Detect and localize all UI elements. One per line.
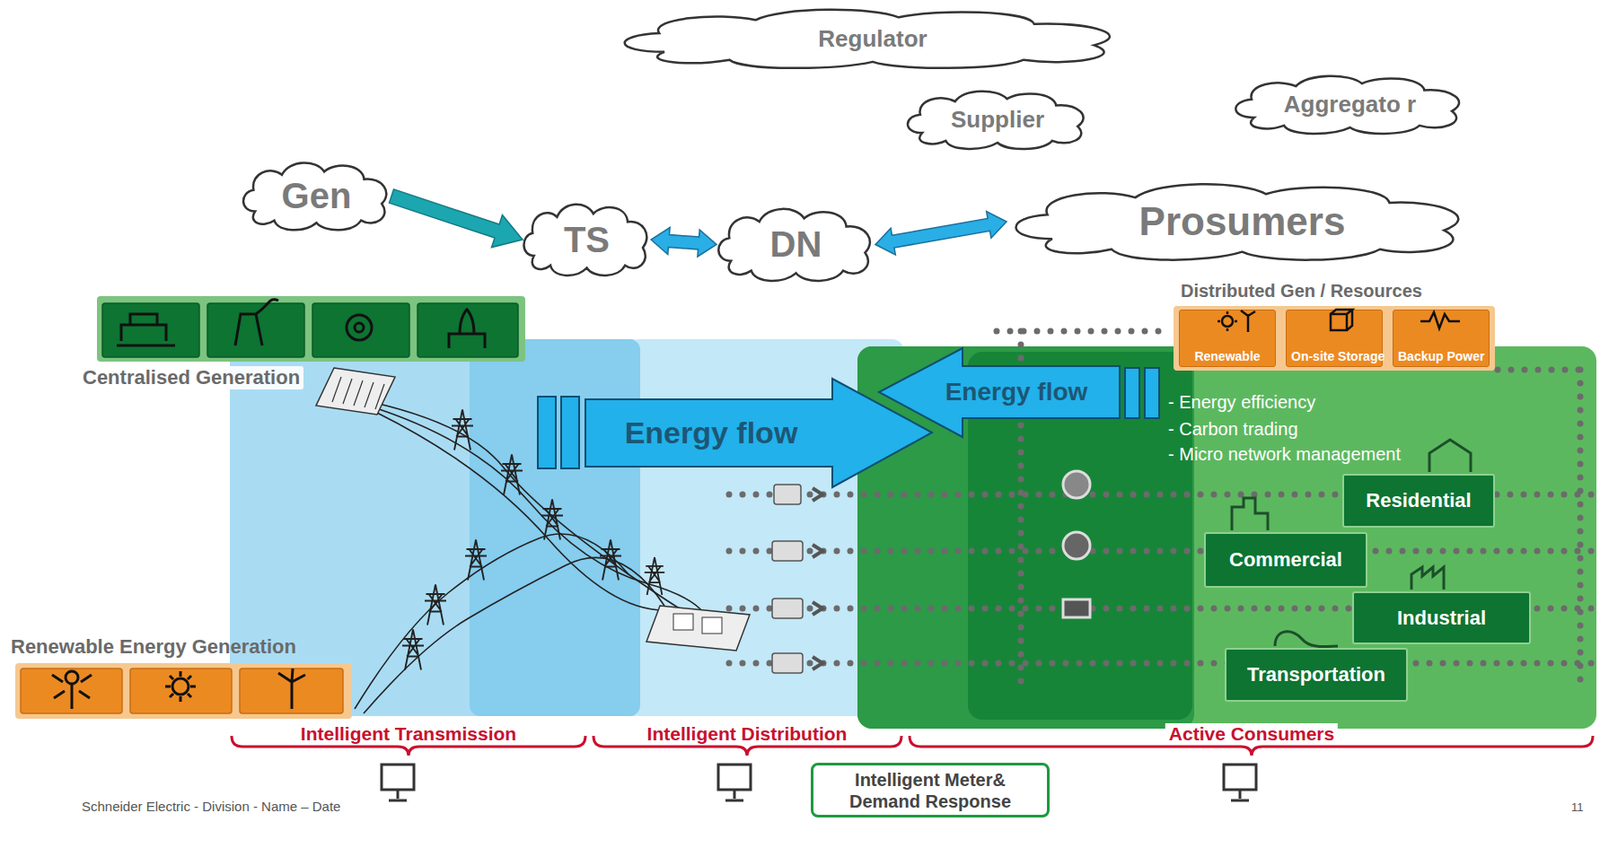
consumer-box: Transportation bbox=[1224, 648, 1408, 703]
bullet-note: - Micro network management bbox=[1168, 444, 1401, 466]
tray-heading: Centralised Generation bbox=[79, 366, 304, 390]
cloud-node: Aggregato r bbox=[1230, 71, 1470, 138]
cloud-node: Regulator bbox=[612, 5, 1134, 72]
node-label: Regulator bbox=[817, 25, 927, 53]
generation-tray: Renewable Energy Generation bbox=[15, 663, 352, 720]
node-label: Aggregato r bbox=[1283, 90, 1416, 119]
bullet-note: - Energy efficiency bbox=[1168, 392, 1316, 414]
node-label: Gen bbox=[281, 175, 352, 217]
node-label: Industrial bbox=[1389, 606, 1494, 631]
bracket-label: Intelligent Transmission bbox=[297, 723, 520, 746]
flow-arrow bbox=[389, 189, 524, 248]
node-label: DN bbox=[770, 224, 823, 265]
node-label: On-site Storage bbox=[1291, 350, 1378, 364]
page-number: 11 bbox=[1571, 800, 1584, 815]
meter-box: Intelligent Meter& Demand Response bbox=[810, 763, 1050, 818]
consumer-box: Residential bbox=[1342, 474, 1495, 528]
cloud-node: Supplier bbox=[903, 87, 1092, 153]
node-label: TS bbox=[563, 219, 610, 261]
cloud-node: TS bbox=[520, 199, 653, 281]
generation-tray: Centralised Generation bbox=[96, 296, 526, 362]
node-label: Renewable bbox=[1184, 350, 1271, 364]
energy-flow-arrow: Energy flow bbox=[877, 346, 1164, 440]
node-label: Backup Power bbox=[1397, 350, 1485, 364]
node-label: Transportation bbox=[1239, 663, 1393, 687]
feeder-devices bbox=[772, 484, 823, 674]
resource-box: Backup Power bbox=[1392, 309, 1490, 368]
resource-tray: Distributed Gen / ResourcesRenewableOn-s… bbox=[1173, 306, 1495, 371]
tray-heading: Renewable Energy Generation bbox=[10, 635, 297, 660]
consumer-box: Industrial bbox=[1352, 591, 1531, 645]
consumer-box: Commercial bbox=[1204, 532, 1368, 589]
active-region-mid bbox=[857, 346, 1195, 730]
bullet-note: - Carbon trading bbox=[1168, 419, 1299, 440]
footer-text: Schneider Electric - Division - Name – D… bbox=[81, 799, 341, 815]
energy-flow-arrow: Energy flow bbox=[536, 377, 934, 490]
node-label: Intelligent Meter& Demand Response bbox=[813, 769, 1047, 813]
node-label: Energy flow bbox=[913, 366, 1120, 419]
cloud-node: Gen bbox=[239, 158, 394, 235]
flow-arrow bbox=[875, 211, 1007, 255]
resource-box: On-site Storage bbox=[1285, 309, 1383, 368]
node-label: Commercial bbox=[1221, 548, 1350, 572]
resource-box: Renewable bbox=[1178, 309, 1276, 368]
dotted-lines bbox=[729, 331, 1597, 692]
bracket-label: Intelligent Distribution bbox=[643, 723, 852, 746]
node-label: Residential bbox=[1358, 489, 1478, 513]
flow-arrow bbox=[650, 228, 717, 258]
transmission-region bbox=[229, 339, 643, 717]
tray-heading: Distributed Gen / Resources bbox=[1180, 281, 1423, 302]
node-label: Energy flow bbox=[589, 399, 833, 467]
cloud-node: Prosumers bbox=[1004, 178, 1480, 265]
smart-meters bbox=[1063, 471, 1091, 618]
active-region bbox=[857, 346, 1597, 730]
node-label: Prosumers bbox=[1139, 199, 1346, 245]
overlap-region bbox=[469, 339, 641, 717]
distribution-substation bbox=[646, 606, 750, 651]
substation bbox=[316, 368, 396, 415]
cloud-node: DN bbox=[714, 203, 878, 286]
bracket-label: Active Consumers bbox=[1165, 723, 1338, 746]
node-label: Supplier bbox=[950, 105, 1045, 134]
